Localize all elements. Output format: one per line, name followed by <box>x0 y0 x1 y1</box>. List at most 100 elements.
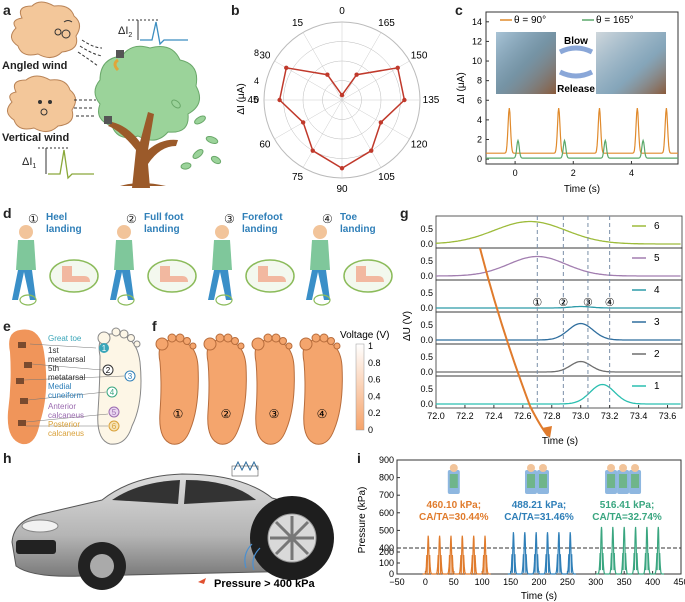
seat-occupant-icon-1 <box>447 464 460 494</box>
legend-label-165: θ = 165° <box>596 15 634 26</box>
angled-wind-lines <box>77 39 103 67</box>
colorbar-tick: 0.6 <box>368 375 381 385</box>
panel-letter-d: d <box>3 205 12 221</box>
g-ylabel: ΔU (V) <box>402 311 413 341</box>
sensor-points-right: 1 2 3 4 5 6 <box>99 343 136 432</box>
cycle-arrows-icon <box>558 45 594 79</box>
y-tick-label: 8 <box>477 76 482 86</box>
i-y-tick-label: 900 <box>379 456 394 465</box>
g-legend-label: 5 <box>654 253 660 264</box>
step-number-3: ③ <box>224 212 235 226</box>
polar-point <box>339 92 345 98</box>
polar-grid <box>263 21 421 179</box>
polar-angle-label: 105 <box>378 172 395 183</box>
polar-point <box>284 65 289 71</box>
legend-label-90: θ = 90° <box>514 15 546 26</box>
g-row-tick: 0.0 <box>420 367 433 377</box>
pressure-foot-2: ② <box>203 333 247 445</box>
colorbar-tick: 0.8 <box>368 358 381 368</box>
polar-point <box>300 120 306 125</box>
g-legend-label: 4 <box>654 285 660 296</box>
step-number-1: ① <box>28 212 39 226</box>
g-legend-label: 1 <box>654 381 660 392</box>
g-row-tick: 0.5 <box>420 320 433 330</box>
y-tick-label: 0 <box>477 154 482 164</box>
polar-point <box>325 72 330 77</box>
g-x-tick-label: 72.8 <box>543 411 561 421</box>
radial-tick-8: 8 <box>254 48 259 58</box>
g-x-tick-label: 73.6 <box>659 411 677 421</box>
seat-occupant-icon-3 <box>605 464 642 494</box>
polar-spoke <box>341 32 382 101</box>
svg-text:3: 3 <box>128 372 133 381</box>
foot-region-label-1: Great toe <box>48 334 82 343</box>
g-series-1 <box>436 383 681 405</box>
panel-letter-e: e <box>3 318 11 334</box>
panel-a-illustration <box>7 1 222 188</box>
g-row-tick: 0.5 <box>420 256 433 266</box>
g-row-6: 0.50.06 <box>420 215 683 249</box>
leader-lines <box>23 343 125 427</box>
panel-letter-f: f <box>152 318 157 334</box>
panel-letter-h: h <box>3 450 12 466</box>
wind-arrow <box>113 58 120 72</box>
ratio-label-1: CA/TA=30.44% <box>419 512 489 523</box>
car-window-rear <box>184 480 256 504</box>
angled-wind-label: Angled wind <box>2 60 68 72</box>
i-x-tick-label: 150 <box>503 577 518 587</box>
pressure-value-label-2: 488.21 kPa; <box>512 500 567 511</box>
gait-figure-4 <box>306 225 393 306</box>
seat-occupant-icon-2 <box>525 464 549 494</box>
polar-point <box>395 65 400 71</box>
polar-angle-label: 165 <box>378 18 395 29</box>
pressure-value-label-3: 516.41 kPa; <box>600 500 655 511</box>
foot-region-label-4: Medial cuneiform <box>48 382 84 400</box>
svg-text:1: 1 <box>102 344 107 353</box>
g-x-tick-label: 72.4 <box>485 411 503 421</box>
polar-radial-ticks: 8 4 0 <box>254 48 259 105</box>
i-y-tick-label: 200 <box>379 547 394 557</box>
wiring <box>244 543 261 571</box>
g-row-tick: 0.0 <box>420 303 433 313</box>
g-row-4: 0.5 0.0 4 <box>420 279 683 313</box>
foot-step-label: ④ <box>317 407 328 421</box>
polar-spoke <box>302 99 343 168</box>
g-series-5 <box>436 255 681 277</box>
i-xlabel: Time (s) <box>521 591 557 602</box>
step-label-2: Full foot landing <box>144 212 184 235</box>
pressure-value-label-1: 460.10 kPa; <box>427 500 482 511</box>
polar-points <box>277 65 407 171</box>
g-xlabel: Time (s) <box>542 436 578 447</box>
delta-i2-label: ΔI2 <box>118 25 133 40</box>
colorbar-tick: 0.2 <box>368 408 381 418</box>
i-x-tick-label: 200 <box>531 577 546 587</box>
polar-angle-label: 45 <box>247 95 259 106</box>
step-label-4: Toe landing <box>340 212 376 235</box>
foot-region-label-3: 5th metatarsal <box>48 364 86 382</box>
g-series-3 <box>436 322 681 341</box>
i-x-tick-label: 100 <box>475 577 490 587</box>
g-legend-label: 3 <box>654 317 660 328</box>
svg-text:4: 4 <box>110 388 115 397</box>
g-row-tick: 0.5 <box>420 288 433 298</box>
i-ylabel: Pressure (kPa) <box>357 487 368 554</box>
radial-tick-4: 4 <box>254 76 259 86</box>
phase-marker-label: ② <box>558 297 568 309</box>
polar-angle-label: 135 <box>423 95 440 106</box>
c-xlabel: Time (s) <box>564 184 600 195</box>
i-x-tick-label: 250 <box>560 577 575 587</box>
i-x-tick-label: −50 <box>389 577 404 587</box>
pressure-foot-1: ① <box>155 333 199 445</box>
polar-spoke <box>341 99 410 140</box>
i-y-tick-label: 500 <box>379 525 394 535</box>
polar-angle-label: 0 <box>339 6 345 17</box>
polar-angle-label: 75 <box>292 172 304 183</box>
vertical-wind-lines <box>74 99 96 117</box>
y-tick-label: 10 <box>472 56 482 66</box>
c-ylabel: ΔI (μA) <box>456 72 467 103</box>
